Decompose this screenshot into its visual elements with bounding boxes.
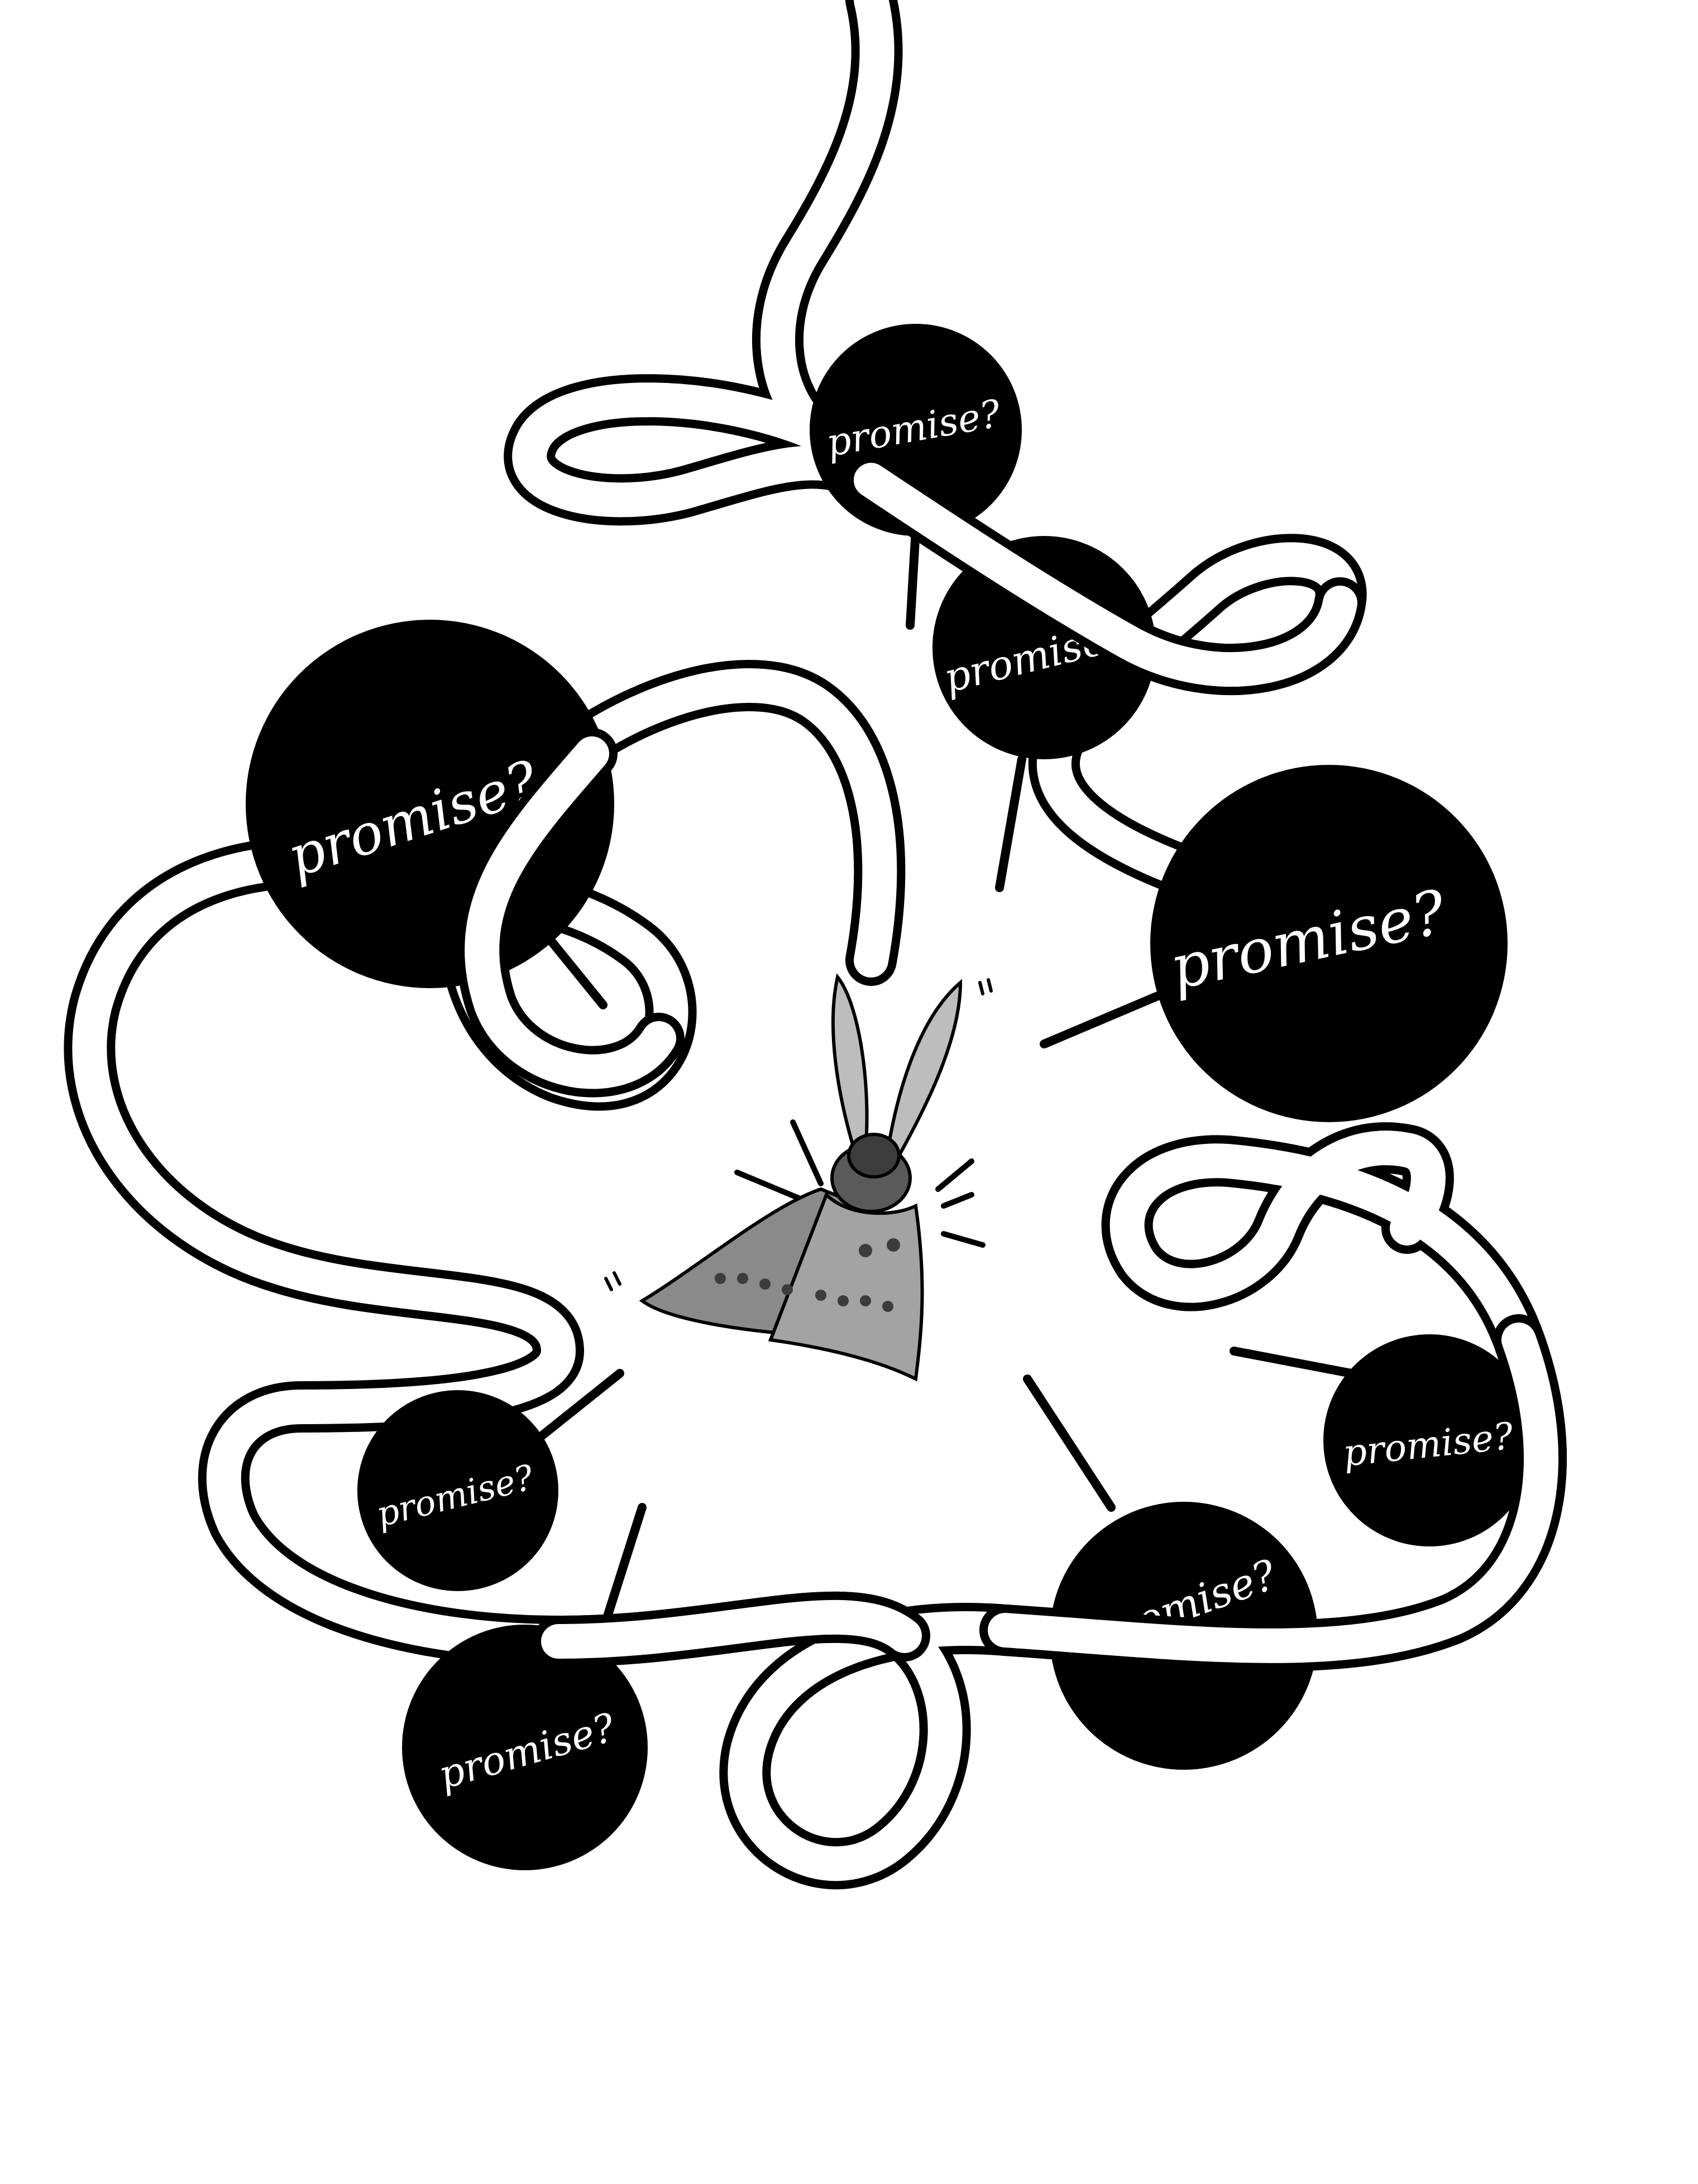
string-8: [599, 1503, 647, 1635]
balloons: promise? promise? promise? promise? prom…: [246, 324, 1536, 1870]
string-6: [1230, 1347, 1356, 1378]
moth-wing-right: [768, 1191, 924, 1382]
balloon-circle: [402, 1625, 648, 1870]
balloon-circle: [1150, 765, 1508, 1122]
moth-antenna-left: [831, 973, 869, 1152]
string-2: [995, 755, 1026, 892]
moth-head: [847, 1133, 901, 1179]
moth-motion-marks: [604, 978, 993, 1291]
moth-antenna-right: [886, 979, 963, 1158]
balloon: promise?: [357, 1390, 558, 1591]
balloon-circle: [357, 1390, 558, 1591]
string-5: [532, 1369, 624, 1445]
balloon: promise?: [1323, 1334, 1536, 1546]
balloon-circle: [1323, 1334, 1536, 1546]
balloon: promise?: [1150, 765, 1508, 1122]
moth-legs: [734, 1119, 986, 1248]
moth-wing-markings: [715, 1238, 900, 1312]
balloon: promise?: [246, 620, 614, 988]
moth: [604, 973, 993, 1382]
balloon-circle: [246, 620, 614, 988]
balloon-circle: [932, 536, 1156, 759]
ribbon-overlaps: [456, 454, 1567, 1671]
balloon: promise?: [402, 1625, 648, 1870]
string-1: [906, 526, 920, 630]
string-7: [1023, 1374, 1116, 1512]
